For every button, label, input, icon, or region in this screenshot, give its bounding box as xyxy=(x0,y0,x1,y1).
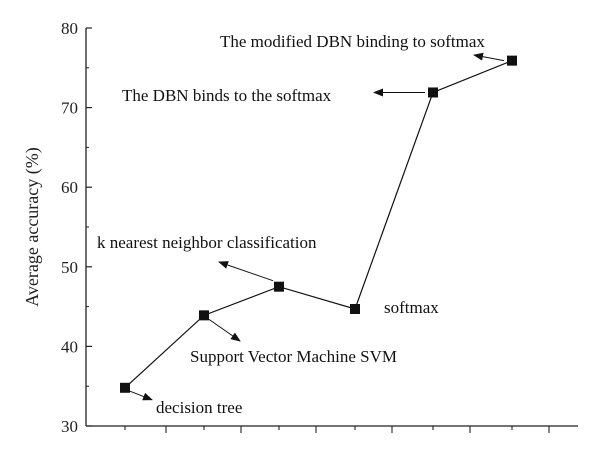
data-point xyxy=(274,281,284,292)
markers-layer xyxy=(120,55,517,393)
series-layer xyxy=(124,60,513,389)
y-tick-label: 50 xyxy=(61,258,78,277)
data-point xyxy=(350,303,360,314)
annotation-label: decision tree xyxy=(156,398,242,417)
y-tick-label: 70 xyxy=(61,99,78,118)
annotation-arrow xyxy=(128,390,153,401)
data-point xyxy=(199,310,209,321)
series-line xyxy=(124,60,513,389)
x-axis-ticks xyxy=(124,426,550,433)
annotation-label: softmax xyxy=(384,298,439,317)
data-point xyxy=(120,382,130,393)
annotation-label: The modified DBN binding to softmax xyxy=(220,32,485,51)
annotation-arrow xyxy=(208,318,241,342)
data-point xyxy=(428,87,438,98)
annotation-label: Support Vector Machine SVM xyxy=(190,347,397,366)
annotations-layer: decision tree Support Vector Machine SVM k… xyxy=(97,32,505,417)
annotation-label: k nearest neighbor classification xyxy=(97,233,317,252)
y-axis-title: Average accuracy (%) xyxy=(22,147,43,307)
y-axis-ticks: 30 40 50 60 70 80 xyxy=(61,19,92,436)
y-tick-label: 30 xyxy=(61,417,78,436)
y-tick-label: 60 xyxy=(61,178,78,197)
y-tick-label: 80 xyxy=(61,19,78,38)
y-tick-label: 40 xyxy=(61,337,78,356)
annotation-arrow xyxy=(473,52,505,62)
data-point xyxy=(507,55,517,66)
annotation-arrow xyxy=(218,261,274,282)
annotation-label: The DBN binds to the softmax xyxy=(122,86,332,105)
